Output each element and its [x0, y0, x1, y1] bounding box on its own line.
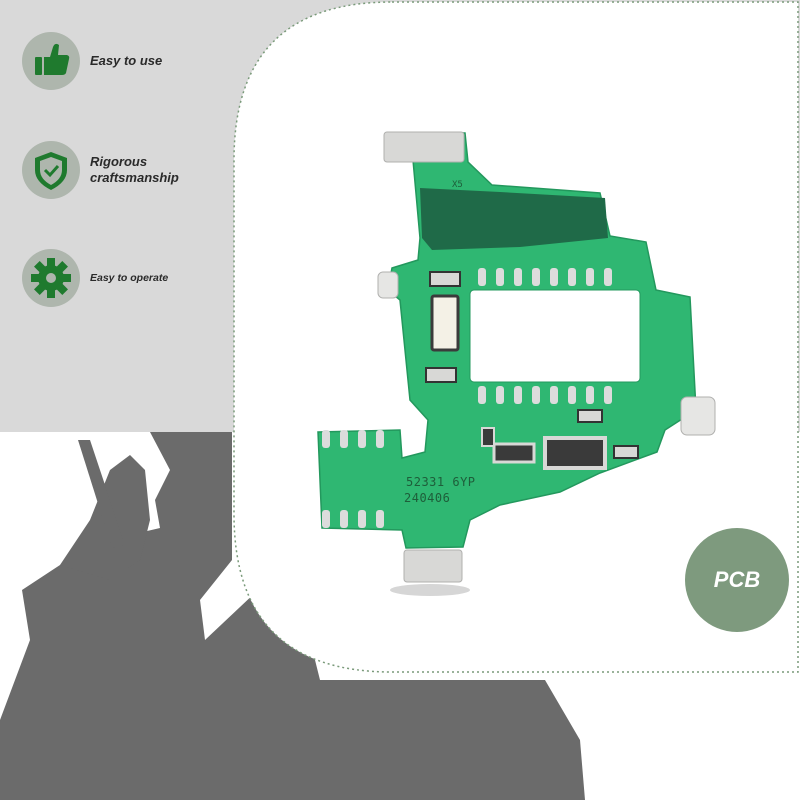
metal-tab [383, 131, 465, 163]
thumbs-up-icon [35, 43, 70, 75]
feature-label: Easy to operate [90, 272, 169, 284]
smd-component [425, 367, 457, 383]
gear-icon [31, 258, 71, 298]
feature-icon-badge [22, 32, 80, 90]
smd-component [429, 271, 461, 287]
feature-label-line: craftsmanship [90, 170, 179, 185]
board-code-line: 240406 [404, 491, 451, 505]
smd-component [613, 445, 639, 459]
smd-component [577, 409, 603, 423]
feature-easy-to-use: Easy to use [22, 32, 162, 90]
feature-easy-to-operate: Easy to operate [22, 249, 168, 307]
board-marking: X5 [452, 180, 463, 190]
feature-icon-badge [22, 249, 80, 307]
pcb-board [317, 131, 716, 596]
feature-label: Easy to use [90, 53, 163, 68]
pad-row [322, 268, 612, 528]
feature-rigorous-craftsmanship: Rigorous craftsmanship [22, 141, 179, 199]
shield-check-icon [35, 152, 67, 190]
board-window [469, 289, 641, 383]
pcb-badge: PCB [685, 528, 789, 632]
smd-component [492, 442, 536, 464]
feature-label: Rigorous craftsmanship [90, 154, 179, 186]
metal-tab [377, 271, 399, 299]
metal-tab [680, 396, 716, 436]
smd-component [481, 427, 495, 447]
feature-label-line: Rigorous [90, 154, 148, 169]
feature-icon-badge [22, 141, 80, 199]
board-shadow [390, 584, 470, 596]
crystal-component [430, 294, 460, 352]
metal-tab [403, 549, 463, 583]
smd-component [543, 436, 607, 470]
board-code-line: 52331 6YP [406, 475, 476, 489]
pcb-coating [420, 188, 608, 250]
